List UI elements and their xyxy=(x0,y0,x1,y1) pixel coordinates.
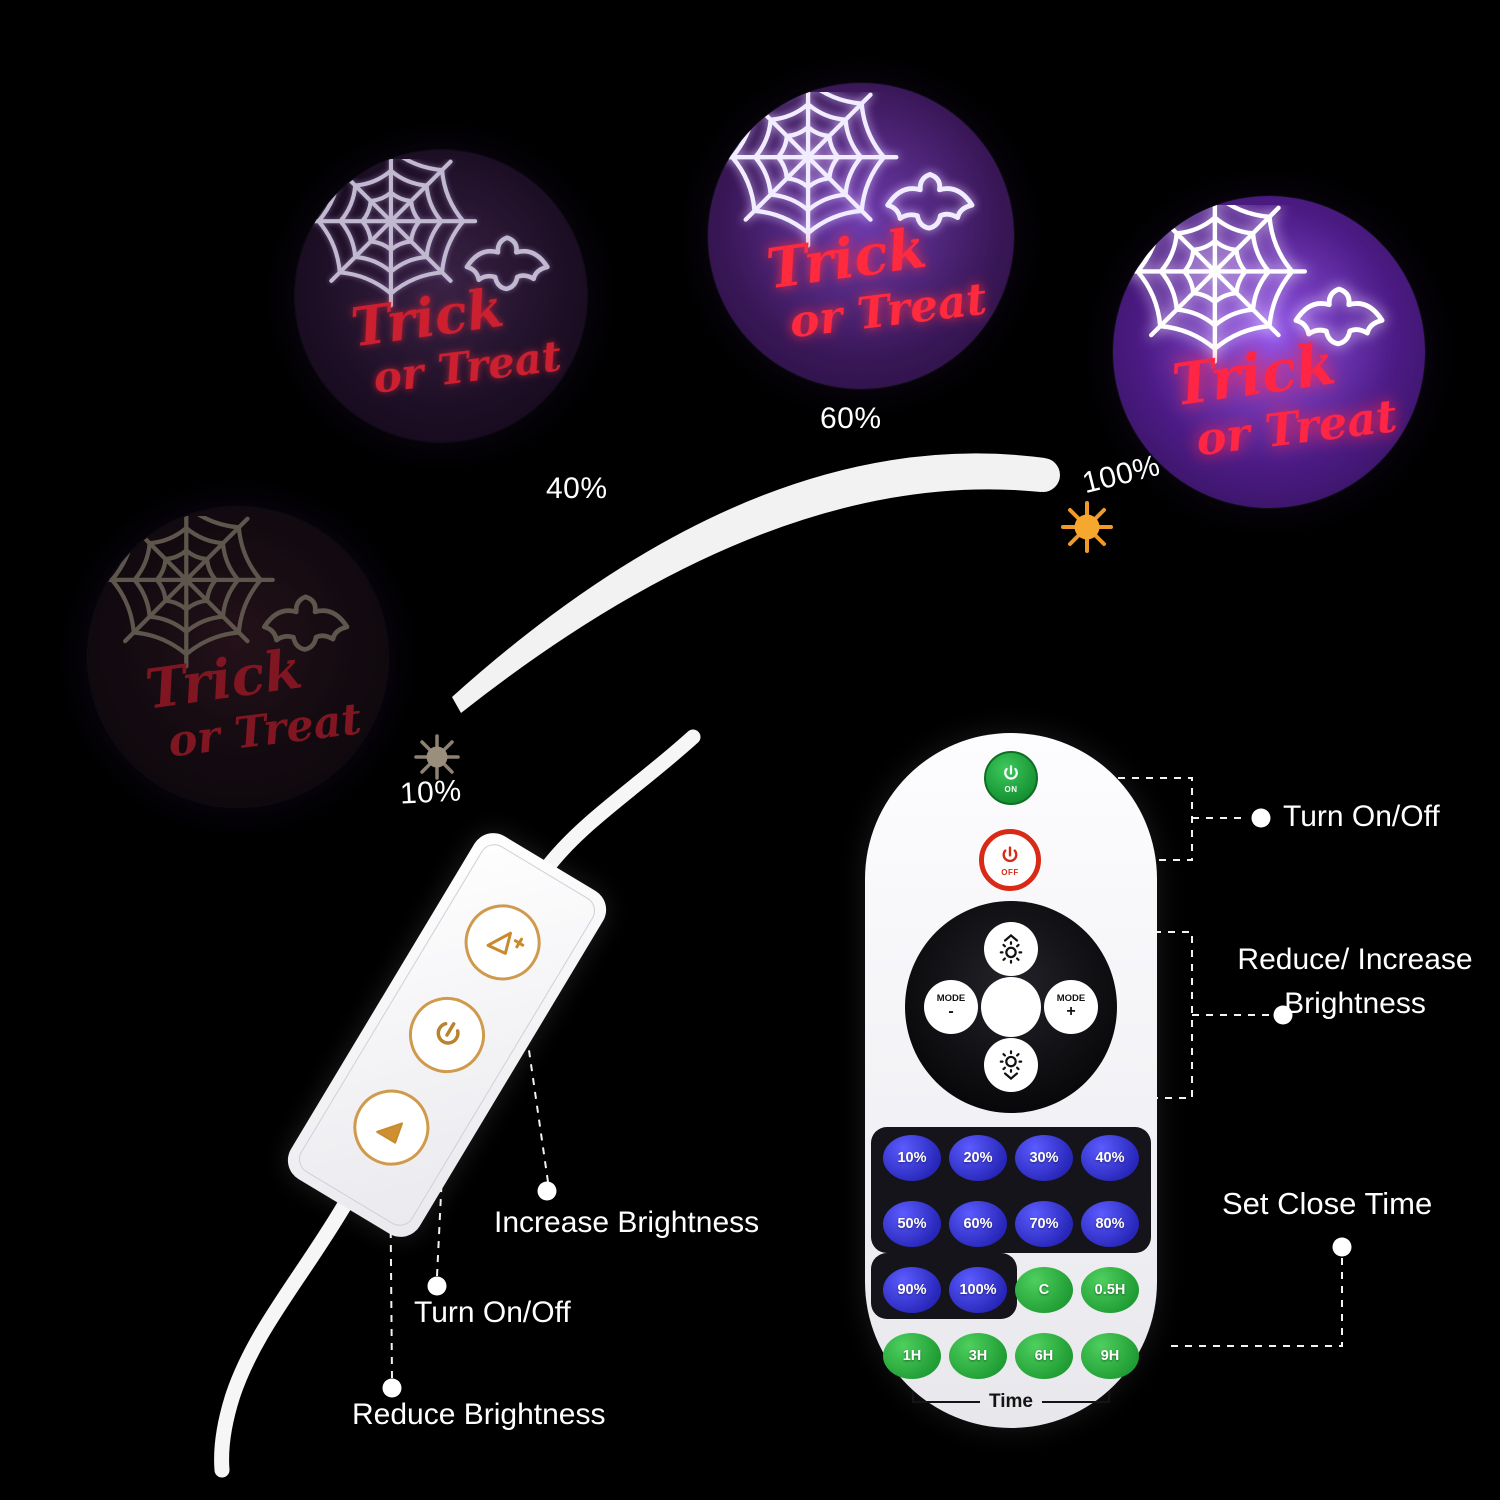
callout-turn-on-off-remote: Turn On/Off xyxy=(1283,800,1440,833)
mode-minus-symbol: - xyxy=(948,1003,954,1021)
brightness-label-60: 60% xyxy=(820,402,882,435)
neon-sign-graphic: Trick or Treat xyxy=(97,507,364,768)
power-on-icon xyxy=(1004,764,1018,780)
remote-button-90[interactable]: 90% xyxy=(883,1267,941,1313)
callout-turn-on-off-dimmer: Turn On/Off xyxy=(414,1296,571,1329)
power-cable-bottom xyxy=(214,1198,352,1478)
sign-preview-40: Trick or Treat xyxy=(295,150,587,442)
brightness-label-40: 40% xyxy=(546,472,608,505)
remote-button-100[interactable]: 100% xyxy=(949,1267,1007,1313)
remote-button-9h[interactable]: 9H xyxy=(1081,1333,1139,1379)
callout-dot-onoff xyxy=(1251,808,1271,828)
remote-button-80[interactable]: 80% xyxy=(1081,1201,1139,1247)
mode-plus-label: MODE xyxy=(1056,992,1086,1004)
callout-reduce-brightness: Reduce Brightness xyxy=(352,1398,606,1431)
callout-dot-dim-onoff xyxy=(427,1276,447,1296)
mode-minus-button[interactable]: MODE - xyxy=(924,980,978,1034)
sign-preview-100: Trick or Treat xyxy=(1113,196,1425,508)
bat-icon xyxy=(261,594,350,652)
remote-button-05h[interactable]: 0.5H xyxy=(1081,1267,1139,1313)
brightness-down-icon xyxy=(999,1050,1023,1081)
callout-dot-reduce xyxy=(382,1378,402,1398)
remote-button-50[interactable]: 50% xyxy=(883,1201,941,1247)
neon-sign-graphic: Trick or Treat xyxy=(717,83,990,349)
mode-minus-label: MODE xyxy=(936,992,966,1004)
time-label: Time xyxy=(988,1391,1033,1412)
neon-sign-graphic: Trick or Treat xyxy=(304,150,564,403)
brightness-up-icon xyxy=(999,933,1023,964)
brightness-label-10: 10% xyxy=(399,774,463,811)
callout-dot-pad xyxy=(1273,1005,1293,1025)
time-bracket-tick-right xyxy=(1108,1391,1110,1402)
power-off-label: OFF xyxy=(1001,867,1019,877)
sun-icon-dim xyxy=(414,734,460,780)
power-off-button[interactable]: OFF xyxy=(979,829,1041,891)
callout-line-dim-onoff xyxy=(436,1091,447,1277)
decrease-icon xyxy=(376,1122,404,1144)
brightness-up-button[interactable] xyxy=(984,922,1038,976)
time-bracket-tick-left xyxy=(912,1391,914,1402)
remote-button-70[interactable]: 70% xyxy=(1015,1201,1073,1247)
remote-button-6h[interactable]: 6H xyxy=(1015,1333,1073,1379)
power-on-button[interactable]: ON xyxy=(984,751,1038,805)
callout-dot-setclose xyxy=(1332,1237,1352,1257)
callout-line-setclose xyxy=(1170,1258,1343,1347)
increase-brightness-button[interactable] xyxy=(450,890,555,995)
remote-button-40[interactable]: 40% xyxy=(1081,1135,1139,1181)
time-bracket-line-right xyxy=(1042,1401,1110,1403)
brightness-down-button[interactable] xyxy=(984,1038,1038,1092)
bat-icon xyxy=(1293,286,1385,347)
inline-dimmer xyxy=(279,824,615,1246)
power-on-label: ON xyxy=(1004,784,1018,794)
time-bracket-line-left xyxy=(912,1401,980,1403)
callout-increase-brightness: Increase Brightness xyxy=(494,1206,760,1239)
mode-plus-button[interactable]: MODE + xyxy=(1044,980,1098,1034)
spiderweb-icon xyxy=(97,507,275,669)
increase-icon xyxy=(486,931,525,955)
remote-button-30[interactable]: 30% xyxy=(1015,1135,1073,1181)
callout-dot-increase xyxy=(537,1181,557,1201)
spiderweb-icon xyxy=(1123,196,1308,364)
sign-preview-60: Trick or Treat xyxy=(708,83,1014,389)
remote-button-10[interactable]: 10% xyxy=(883,1135,941,1181)
callout-set-close-time: Set Close Time xyxy=(1222,1186,1433,1221)
callout-reduce-increase-line1: Reduce/ Increase xyxy=(1237,943,1473,976)
remote-button-1h[interactable]: 1H xyxy=(883,1333,941,1379)
power-cable-top xyxy=(542,729,701,872)
remote-control: ON OFF MODE - MODE xyxy=(865,733,1157,1428)
bat-icon xyxy=(464,235,550,291)
reduce-brightness-button[interactable] xyxy=(339,1075,444,1180)
remote-button-60[interactable]: 60% xyxy=(949,1201,1007,1247)
spiderweb-icon xyxy=(304,150,477,308)
neon-sign-graphic: Trick or Treat xyxy=(1123,196,1400,467)
power-off-icon xyxy=(1002,845,1018,862)
brightness-arc-cap xyxy=(1026,458,1060,492)
remote-button-grid: 10% 20% 30% 40% 50% 60% 70% 80% 90% 100%… xyxy=(883,1135,1139,1379)
bat-icon xyxy=(885,172,975,231)
power-icon xyxy=(436,1021,460,1045)
center-button[interactable] xyxy=(981,977,1041,1037)
callout-reduce-increase-brightness: Reduce/ Increase Brightness xyxy=(1228,938,1482,1026)
remote-button-3h[interactable]: 3H xyxy=(949,1333,1007,1379)
brightness-arc xyxy=(452,453,1045,713)
remote-button-c[interactable]: C xyxy=(1015,1267,1073,1313)
spiderweb-icon xyxy=(717,83,899,248)
callout-reduce-increase-line2: Brightness xyxy=(1284,987,1426,1020)
sign-preview-10: Trick or Treat xyxy=(88,507,388,807)
sun-icon-bright xyxy=(1061,501,1113,553)
time-bracket: Time xyxy=(883,1389,1139,1417)
mode-plus-symbol: + xyxy=(1066,1003,1076,1021)
brightness-mode-pad: MODE - MODE + xyxy=(905,901,1117,1113)
remote-button-20[interactable]: 20% xyxy=(949,1135,1007,1181)
dimmer-power-button[interactable] xyxy=(394,982,500,1088)
